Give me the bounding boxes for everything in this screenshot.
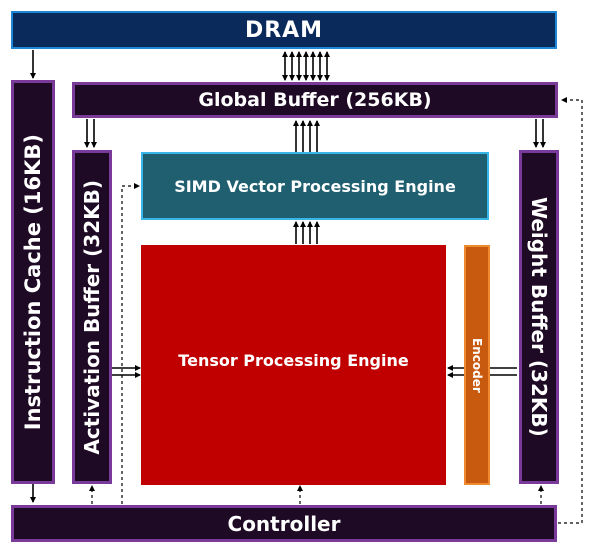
global-buffer-block: Global Buffer (256KB) — [72, 82, 558, 118]
simd-engine-label: SIMD Vector Processing Engine — [174, 176, 456, 196]
dram-block: DRAM — [11, 11, 557, 49]
dram-label: DRAM — [244, 17, 324, 43]
simd-engine-block: SIMD Vector Processing Engine — [141, 152, 489, 220]
encoder-label: Encoder — [470, 337, 484, 393]
weight-buffer-label: Weight Buffer (32KB) — [527, 197, 551, 437]
activation-buffer-block: Activation Buffer (32KB) — [72, 150, 112, 484]
instruction-cache-block: Instruction Cache (16KB) — [11, 80, 55, 484]
instruction-cache-label: Instruction Cache (16KB) — [21, 133, 45, 431]
global-buffer-label: Global Buffer (256KB) — [198, 89, 432, 111]
tensor-engine-label: Tensor Processing Engine — [178, 350, 409, 370]
tensor-engine-block: Tensor Processing Engine — [141, 245, 446, 485]
encoder-block: Encoder — [464, 245, 490, 485]
controller-block: Controller — [11, 505, 557, 542]
weight-buffer-block: Weight Buffer (32KB) — [519, 150, 559, 484]
controller-label: Controller — [227, 511, 341, 536]
activation-buffer-label: Activation Buffer (32KB) — [80, 179, 104, 455]
